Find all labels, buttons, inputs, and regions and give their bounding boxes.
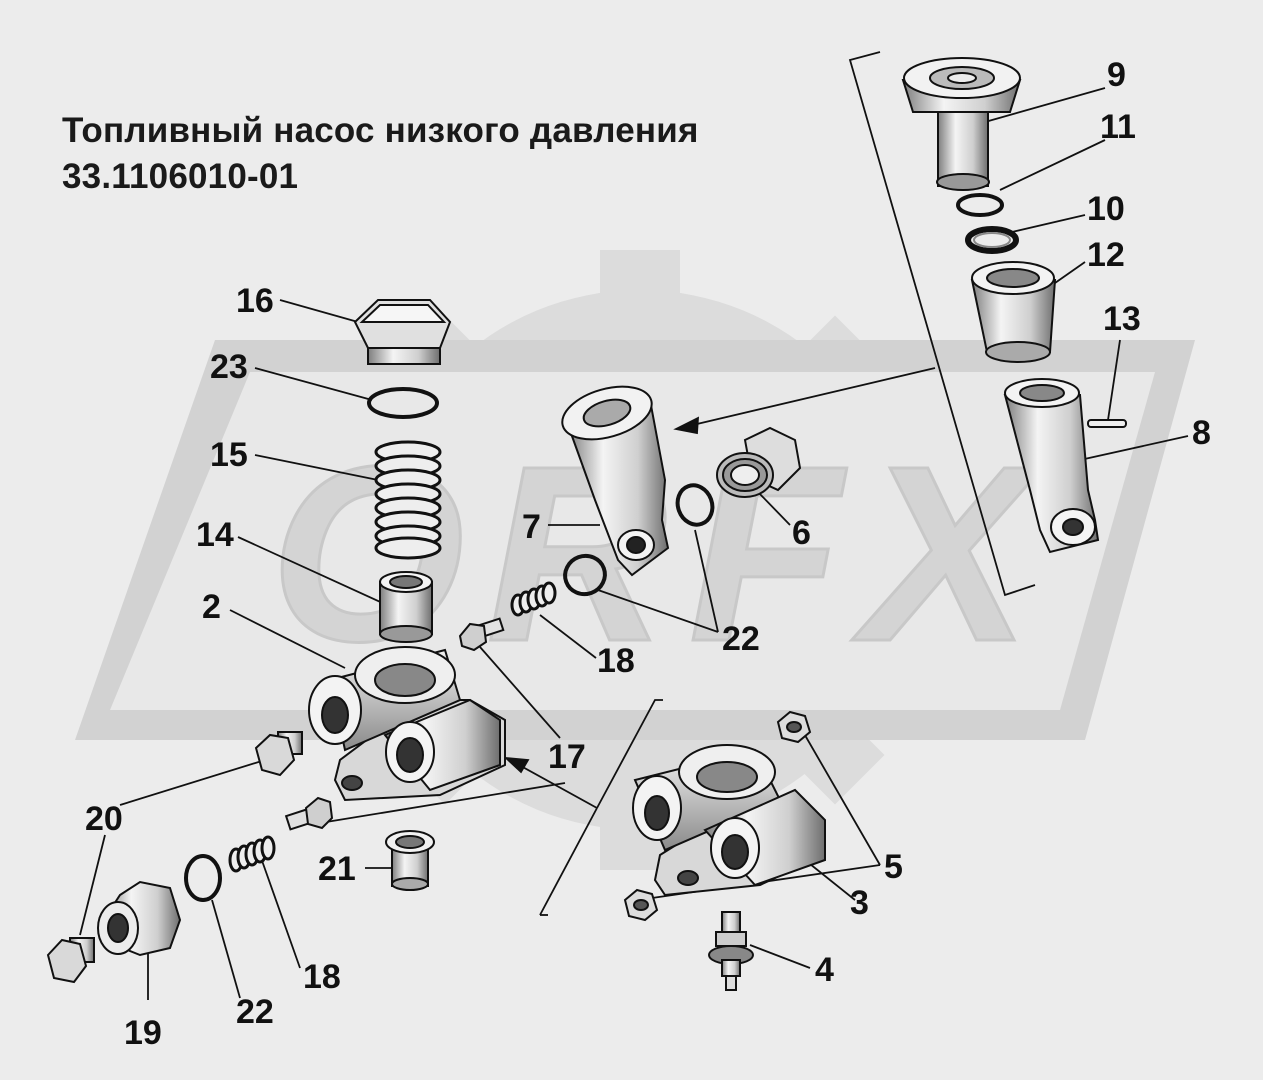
callout-8: 8 bbox=[1192, 414, 1211, 452]
callout-3: 3 bbox=[850, 884, 869, 922]
part-17-bolt-a bbox=[458, 617, 505, 652]
title-line-2: 33.1106010-01 bbox=[62, 157, 299, 196]
callout-6: 6 bbox=[792, 514, 811, 552]
callout-5: 5 bbox=[884, 848, 903, 886]
diagram-title: Топливный насос низкого давления 33.1106… bbox=[62, 108, 699, 200]
part-7-cap bbox=[561, 385, 670, 577]
part-5-nut-a bbox=[776, 710, 812, 744]
part-21-fitting bbox=[385, 830, 435, 891]
part-8-lever bbox=[1003, 378, 1100, 554]
leader-lines bbox=[79, 51, 1189, 1000]
callout-17: 17 bbox=[548, 738, 586, 776]
part-20-plug-b bbox=[46, 937, 95, 984]
callout-13: 13 bbox=[1103, 300, 1141, 338]
part-2-body bbox=[308, 646, 506, 802]
part-15-spring bbox=[374, 440, 442, 560]
callout-21: 21 bbox=[318, 850, 356, 888]
part-5-nut-b bbox=[623, 888, 659, 922]
part-10-ring-inner bbox=[973, 232, 1011, 248]
part-22-washer-b bbox=[563, 553, 607, 597]
callout-16: 16 bbox=[236, 282, 274, 320]
callout-11: 11 bbox=[1100, 108, 1136, 146]
callout-4: 4 bbox=[815, 951, 834, 989]
callout-22-bottom: 22 bbox=[236, 993, 274, 1031]
title-line-1: Топливный насос низкого давления bbox=[62, 111, 699, 150]
part-10-ring bbox=[965, 226, 1019, 254]
callout-18-bottom: 18 bbox=[303, 958, 341, 996]
callout-22-top: 22 bbox=[722, 620, 760, 658]
part-18-spring-a bbox=[510, 581, 557, 617]
part-4-sensor bbox=[708, 911, 754, 991]
part-6-valve bbox=[716, 426, 802, 498]
part-3-body bbox=[632, 744, 826, 897]
callout-15: 15 bbox=[210, 436, 248, 474]
part-16-plug bbox=[353, 299, 452, 365]
callout-20: 20 bbox=[85, 800, 123, 838]
part-22-washer-a bbox=[675, 483, 715, 527]
callout-2: 2 bbox=[202, 588, 221, 626]
part-23-washer bbox=[367, 387, 439, 419]
part-9-knob bbox=[901, 57, 1022, 191]
callout-7: 7 bbox=[522, 508, 541, 546]
part-13-pin bbox=[1087, 419, 1127, 428]
part-18-spring-b bbox=[228, 835, 276, 873]
part-17-bolt-b bbox=[284, 796, 334, 831]
callout-14: 14 bbox=[196, 516, 234, 554]
part-14-bushing bbox=[379, 571, 433, 643]
part-12-sleeve bbox=[970, 261, 1057, 363]
callout-10: 10 bbox=[1087, 190, 1125, 228]
callout-18-top: 18 bbox=[597, 642, 635, 680]
callout-9: 9 bbox=[1107, 56, 1126, 94]
callout-23: 23 bbox=[210, 348, 248, 386]
callout-12: 12 bbox=[1087, 236, 1125, 274]
part-20-plug-a bbox=[254, 731, 303, 777]
part-19-nut bbox=[97, 880, 182, 957]
part-11-ring bbox=[956, 193, 1004, 217]
callout-19: 19 bbox=[124, 1014, 162, 1052]
part-22-washer-c bbox=[184, 854, 222, 902]
